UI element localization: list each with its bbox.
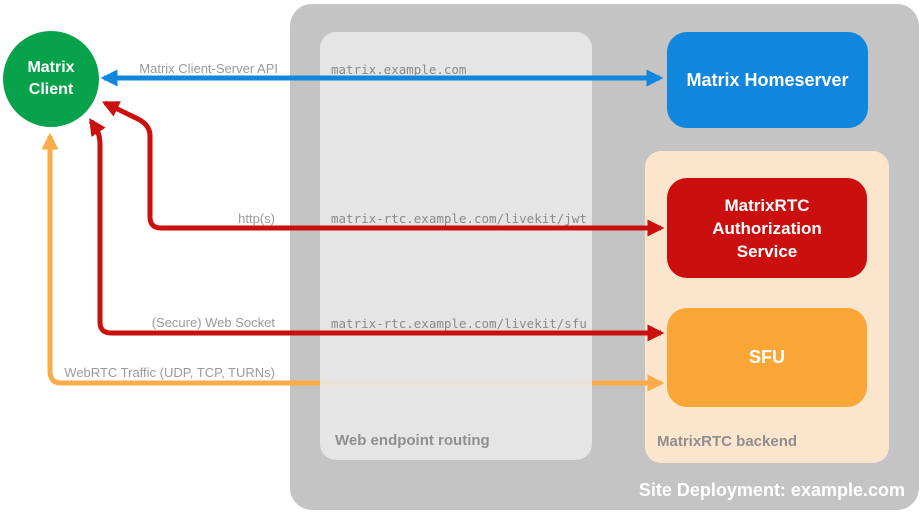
sfu-label: SFU xyxy=(749,347,785,367)
matrix-homeserver-label: Matrix Homeserver xyxy=(686,69,849,90)
client-server-api-edge-label: Matrix Client-Server API xyxy=(139,61,278,76)
matrixrtc-authorization-service-label: MatrixRTC Authorization Service xyxy=(712,195,822,261)
web-endpoint-routing-caption: Web endpoint routing xyxy=(335,432,490,449)
route-livekit-sfu: matrix-rtc.example.com/livekit/sfu xyxy=(331,316,587,331)
webrtc-traffic-edge-label: WebRTC Traffic (UDP, TCP, TURNs) xyxy=(64,365,275,380)
sfu-node: SFU xyxy=(667,308,867,407)
matrix-client-node: Matrix Client xyxy=(3,31,99,127)
https-edge-label: http(s) xyxy=(238,211,275,226)
route-matrix-example-com: matrix.example.com xyxy=(331,62,467,77)
matrix-homeserver-node: Matrix Homeserver xyxy=(667,32,868,128)
matrix-client-label-line1: Matrix xyxy=(27,59,75,76)
site-deployment-caption: Site Deployment: example.com xyxy=(638,480,905,500)
web-endpoint-routing-container xyxy=(320,32,592,460)
matrixrtc-backend-caption: MatrixRTC backend xyxy=(657,433,798,450)
websocket-edge-label: (Secure) Web Socket xyxy=(151,315,275,330)
route-livekit-jwt: matrix-rtc.example.com/livekit/jwt xyxy=(331,211,587,226)
matrixrtc-authorization-service-node: MatrixRTC Authorization Service xyxy=(667,178,867,278)
matrix-client-label-line2: Client xyxy=(28,81,74,98)
